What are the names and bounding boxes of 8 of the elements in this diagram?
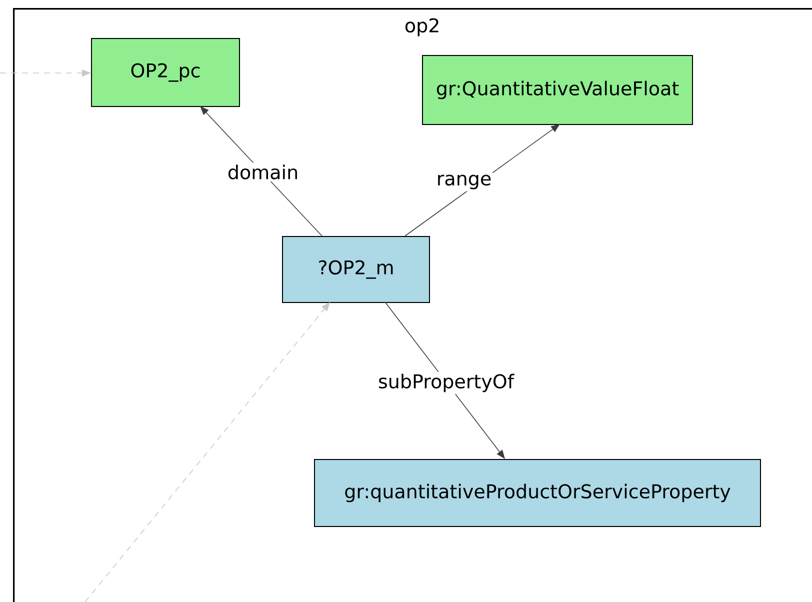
property-box: ?OP2_m	[282, 236, 430, 303]
edge-label: range	[434, 172, 494, 192]
property-box: gr:quantitativeProductOrServiceProperty	[314, 458, 761, 527]
class-box: OP2_pc	[91, 38, 240, 107]
edge-label: domain	[225, 162, 301, 182]
arrow	[84, 302, 330, 602]
class-box: gr:QuantitativeValueFloat	[422, 55, 693, 125]
edge-label: subPropertyOf	[376, 372, 516, 394]
